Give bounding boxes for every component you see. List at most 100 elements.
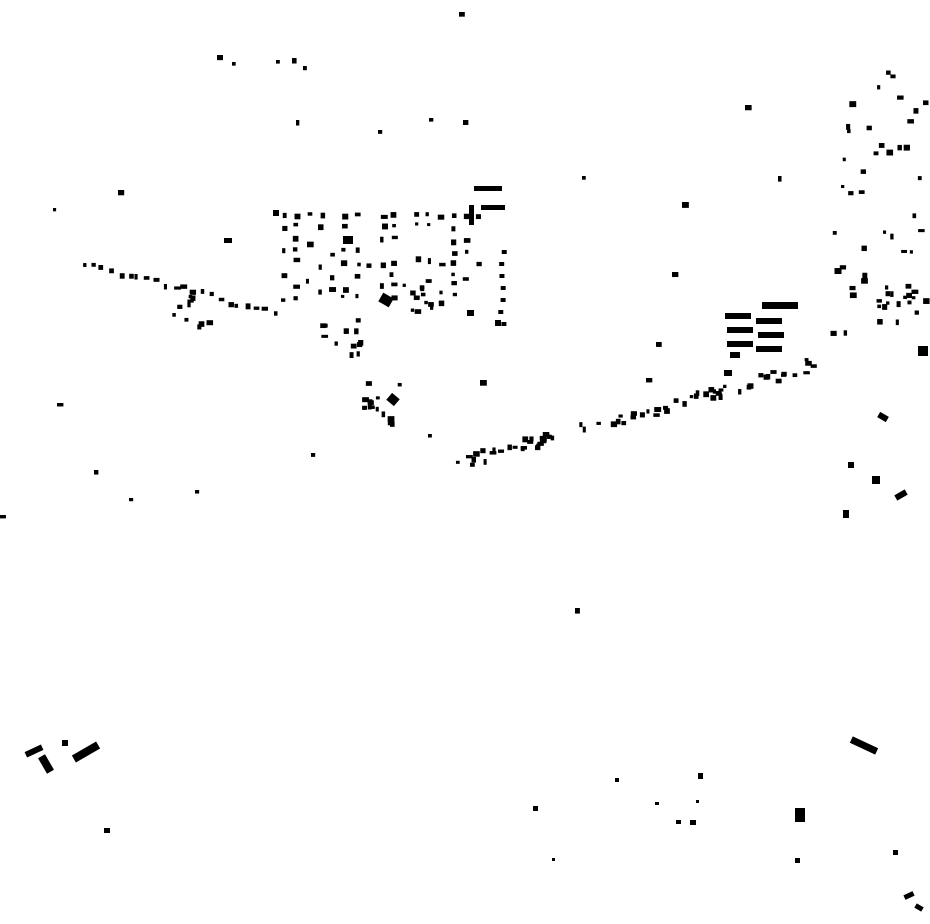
building [718,394,723,400]
building [410,290,416,296]
building [653,413,660,417]
building [778,176,782,182]
building [718,388,724,392]
building [465,455,473,459]
building [391,282,398,287]
building [763,374,770,380]
building [187,302,191,308]
building [552,858,555,861]
building [890,233,894,240]
building [770,370,777,374]
building [245,303,251,310]
building [897,95,904,100]
building [195,490,200,494]
building [610,421,618,428]
building [71,741,101,763]
building [745,105,752,111]
building [174,286,181,290]
building [834,268,842,275]
building [428,434,432,438]
building [378,292,394,308]
building [382,223,388,230]
building [318,264,322,270]
building [329,275,335,281]
building [452,292,457,297]
building [354,212,361,217]
building [911,289,919,294]
building [402,283,406,287]
building [349,352,354,359]
building [439,290,443,295]
building [882,230,887,234]
building [471,456,476,463]
building [861,245,867,252]
building [464,249,469,254]
building [696,800,699,803]
building [350,343,357,349]
building [849,292,857,299]
building [693,393,699,399]
building [489,451,497,455]
building [293,257,301,263]
building [499,262,505,266]
building [527,440,534,444]
building [389,272,394,278]
building [253,306,260,310]
building [340,294,345,298]
building [355,293,359,299]
building [756,318,782,324]
building [451,239,457,246]
building [420,286,425,292]
building [451,281,457,286]
building [415,256,422,263]
building [912,213,917,219]
building [462,277,469,281]
building [843,330,848,336]
building [375,406,379,412]
building [877,85,881,90]
building [866,125,872,131]
buildings-layer [0,12,930,912]
building [397,382,402,387]
building [480,448,486,454]
building [228,302,234,308]
building [356,351,360,357]
building [689,395,694,399]
building [198,321,205,327]
building [903,144,910,151]
building [459,12,465,17]
building [391,295,398,301]
building [848,462,854,468]
building [914,310,919,315]
building [575,608,580,614]
building [470,462,475,467]
building [492,447,496,454]
building [463,238,471,243]
building [582,426,586,433]
building [710,395,717,401]
building [323,323,328,328]
building [62,740,68,746]
building [163,283,167,290]
building [281,273,288,279]
building [386,392,400,407]
building [318,289,322,295]
building [320,212,326,219]
building [180,284,188,289]
building [495,320,501,326]
building [730,352,740,358]
building [330,252,335,257]
building [654,407,662,413]
building [391,235,398,240]
building [57,403,64,407]
building [294,213,301,220]
building [858,190,865,194]
building [450,260,457,266]
building [424,300,428,305]
building [499,274,505,278]
building [392,223,396,228]
building [536,443,540,449]
building [379,283,384,289]
building [292,247,298,252]
